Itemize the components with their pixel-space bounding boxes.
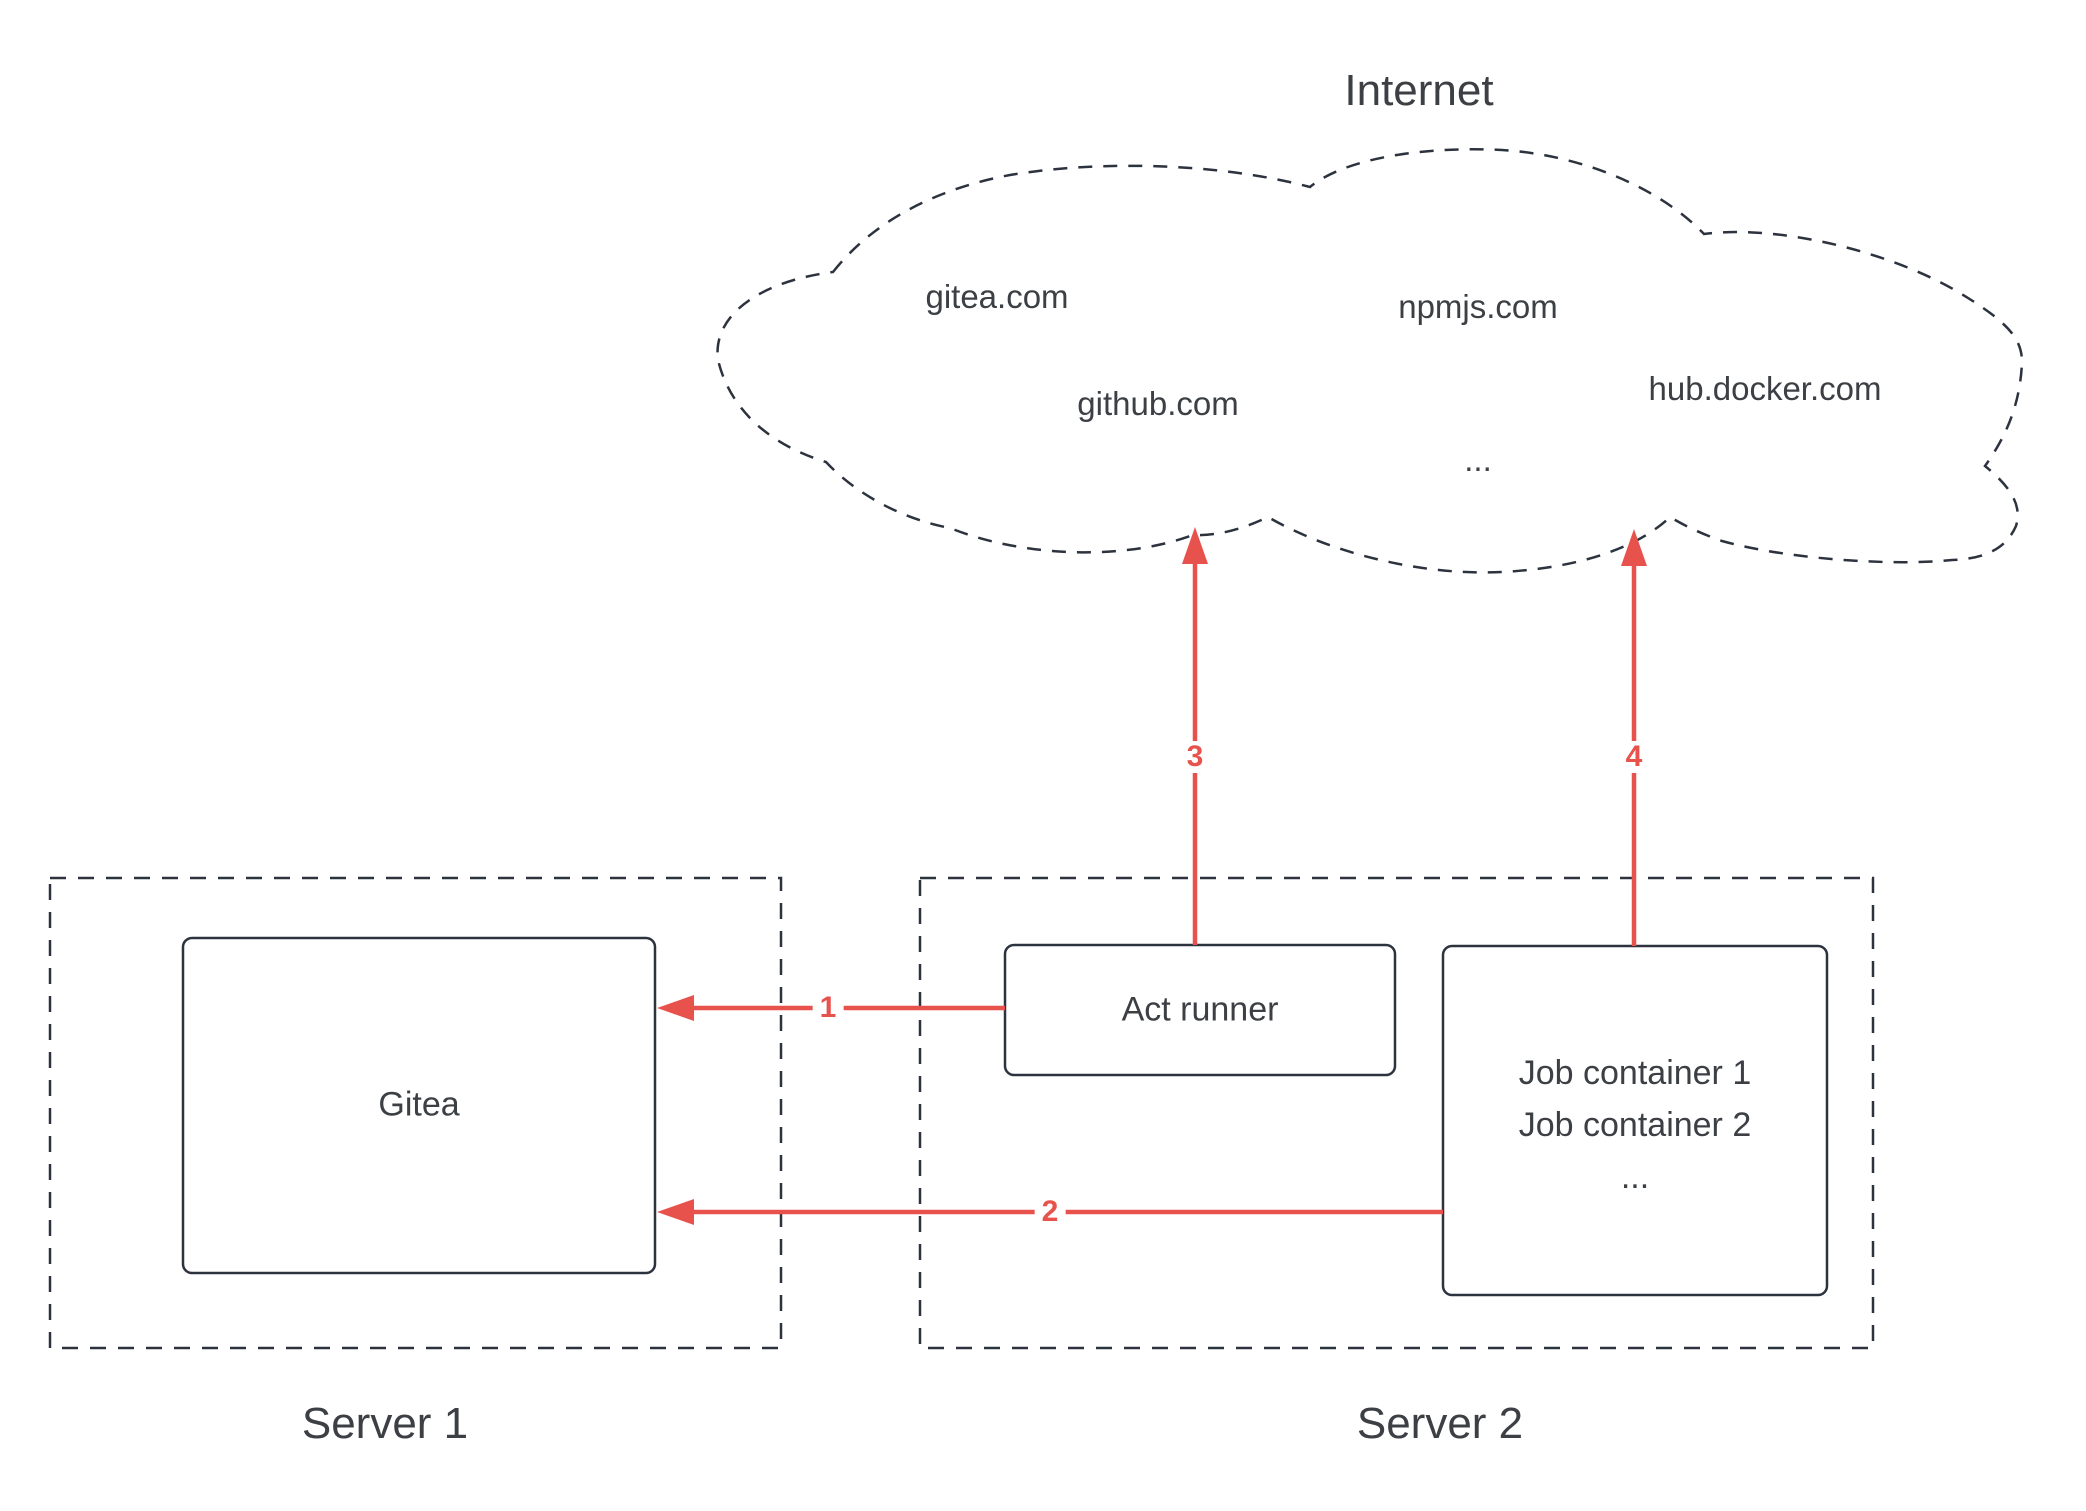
arrow-1-label: 1 bbox=[812, 992, 844, 1024]
internet-cloud-outline bbox=[716, 148, 2024, 574]
server2-label: Server 2 bbox=[1356, 1399, 1524, 1448]
server1-box bbox=[48, 876, 783, 1350]
arrow-2-head bbox=[657, 1199, 694, 1225]
arrow-3-head bbox=[1182, 527, 1208, 564]
domain-label-github-com: github.com bbox=[1077, 385, 1239, 422]
act-runner-node-label: Act runner bbox=[1121, 990, 1279, 1029]
job-container-ellipsis: ... bbox=[1620, 1158, 1650, 1196]
gitea-box bbox=[181, 936, 657, 1275]
domain-label-hub-docker-com: hub.docker.com bbox=[1648, 370, 1882, 407]
domain-label-ellipsis: ... bbox=[1464, 441, 1492, 478]
arrow-1-head bbox=[657, 995, 694, 1021]
internet-title: Internet bbox=[1344, 66, 1494, 115]
domain-label-gitea-com: gitea.com bbox=[925, 278, 1069, 315]
job-container-node-label: Job container 1 Job container 2 ... bbox=[1519, 1047, 1752, 1203]
arrow-4-label: 4 bbox=[1618, 741, 1650, 773]
arrow-4-head bbox=[1621, 529, 1647, 566]
server2-box bbox=[918, 876, 1875, 1350]
arrow-2-label: 2 bbox=[1034, 1196, 1066, 1228]
domain-label-npmjs-com: npmjs.com bbox=[1398, 288, 1558, 325]
server1-label: Server 1 bbox=[301, 1399, 469, 1448]
job-container-line-1: Job container 1 bbox=[1518, 1054, 1752, 1092]
job-container-line-2: Job container 2 bbox=[1518, 1106, 1752, 1144]
gitea-node-label: Gitea bbox=[378, 1085, 460, 1124]
arrow-3-label: 3 bbox=[1179, 741, 1211, 773]
